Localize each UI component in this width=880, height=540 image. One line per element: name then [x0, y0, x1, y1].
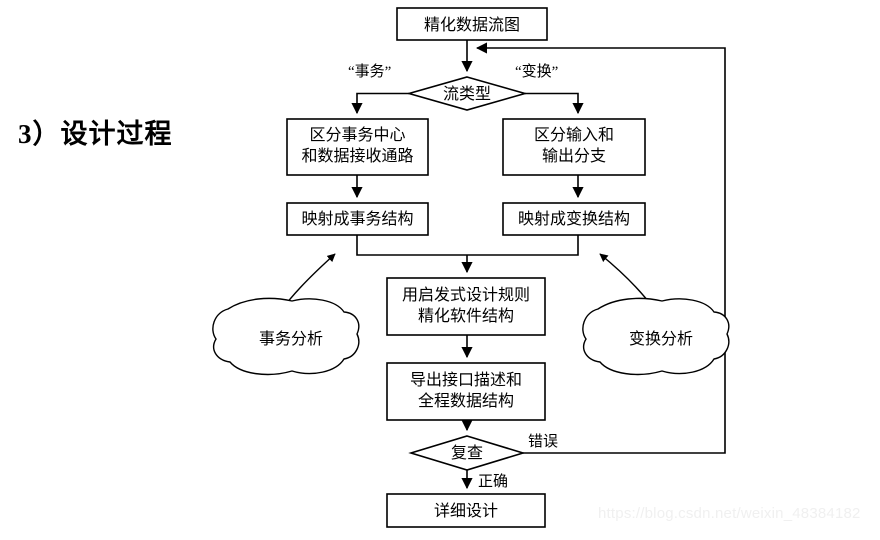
node-box-map-transform — [502, 202, 646, 236]
page-section-label: 3）设计过程 — [18, 119, 173, 149]
edge-flowtype-to-transform — [525, 92, 584, 115]
node-box-transaction-center — [286, 118, 429, 176]
cloud-shape-transform-analysis — [582, 297, 730, 376]
edge-review-error-feedback — [475, 42, 726, 454]
node-box-interface-export — [386, 362, 546, 421]
node-box-input-output — [502, 118, 646, 176]
edge-label-review-ok: 正确 — [478, 474, 509, 490]
edge-label-branch-left: “事务” — [348, 64, 392, 80]
node-box-refine-dfd — [396, 7, 548, 41]
edge-label-branch-right: “变换” — [515, 64, 559, 80]
watermark-text: https://blog.csdn.net/weixin_48384182 — [598, 505, 861, 522]
edge-left-merge — [356, 235, 467, 256]
edge-flowtype-to-transaction — [351, 92, 409, 115]
edge-right-merge — [467, 235, 579, 256]
node-diamond-flow-type — [406, 76, 528, 111]
node-diamond-review — [408, 435, 526, 471]
cloud-shape-transaction-analysis — [212, 297, 360, 376]
cloud-label-transform-analysis: 变换分析 — [628, 331, 693, 348]
cloud-label-transaction-analysis: 事务分析 — [258, 331, 323, 348]
node-box-heuristic-refine — [386, 277, 546, 336]
edge-label-review-error: 错误 — [528, 434, 559, 450]
node-box-detailed-design — [386, 493, 546, 528]
node-box-map-transaction — [286, 202, 429, 236]
